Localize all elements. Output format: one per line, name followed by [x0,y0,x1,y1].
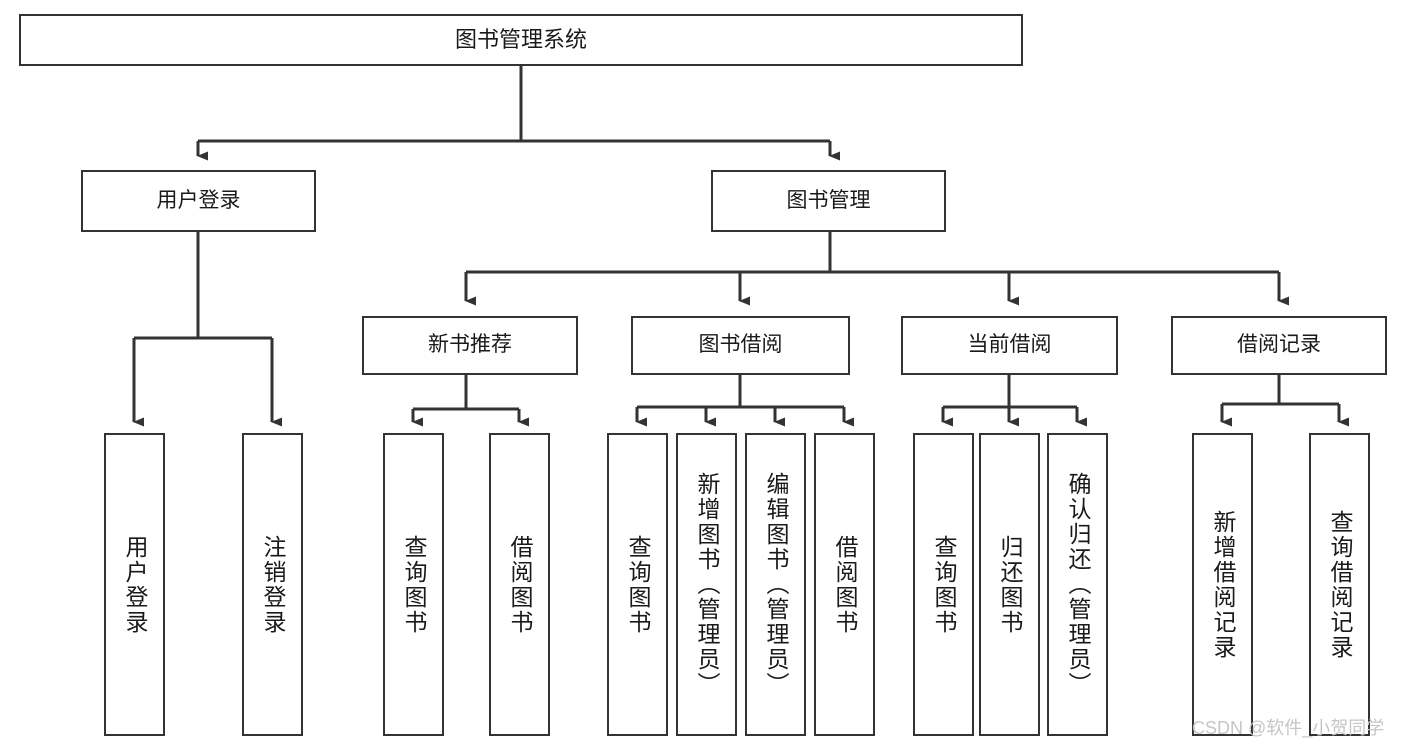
connector-newbook-to-leaves [411,375,529,427]
connector-bookmgmt-to-level3 [464,232,1289,306]
node-label: 新增借阅记录 [1210,509,1236,660]
node-label: 图书管理 [786,188,871,212]
node-label: 查询图书 [931,534,957,635]
leaf-query-books-current[interactable]: 查询图书 [913,433,974,736]
node-label: 图书管理系统 [454,27,587,53]
leaf-logout[interactable]: 注销登录 [242,433,303,736]
leaf-add-borrow-record[interactable]: 新增借阅记录 [1192,433,1253,736]
node-label: 新书推荐 [428,333,512,357]
node-label: 编辑图书（管理员） [763,472,789,697]
connector-current-to-leaves [941,375,1087,427]
node-label: 查询图书 [625,534,651,635]
node-label: 当前借阅 [967,333,1052,357]
node-new-book-recommend[interactable]: 新书推荐 [362,316,578,375]
connector-records-to-leaves [1220,375,1349,427]
node-label: 归还图书 [997,534,1023,635]
leaf-edit-book-admin[interactable]: 编辑图书（管理员） [745,433,806,736]
node-label: 借阅图书 [832,534,858,635]
node-label: 注销登录 [260,534,286,635]
node-label: 确认归还（管理员） [1065,472,1091,697]
node-label: 图书借阅 [698,333,783,357]
node-user-login[interactable]: 用户登录 [81,170,316,232]
connector-root-to-level2 [196,66,840,161]
node-label: 新增图书（管理员） [694,472,720,697]
leaf-borrow-books-newbook[interactable]: 借阅图书 [489,433,550,736]
node-root-system[interactable]: 图书管理系统 [19,14,1023,66]
leaf-query-borrow-record[interactable]: 查询借阅记录 [1309,433,1370,736]
node-label: 借阅图书 [507,534,533,635]
node-label: 查询借阅记录 [1327,509,1353,660]
leaf-return-books[interactable]: 归还图书 [979,433,1040,736]
leaf-confirm-return-admin[interactable]: 确认归还（管理员） [1047,433,1108,736]
node-current-borrow[interactable]: 当前借阅 [901,316,1118,375]
node-label: 用户登录 [156,188,241,212]
leaf-query-books-borrow[interactable]: 查询图书 [607,433,668,736]
node-label: 用户登录 [122,534,148,635]
node-borrow-records[interactable]: 借阅记录 [1171,316,1387,375]
connector-borrow-to-leaves [635,375,854,427]
leaf-borrow-books[interactable]: 借阅图书 [814,433,875,736]
node-label: 查询图书 [401,534,427,635]
node-book-management[interactable]: 图书管理 [711,170,946,232]
leaf-user-login[interactable]: 用户登录 [104,433,165,736]
node-book-borrow[interactable]: 图书借阅 [631,316,850,375]
leaf-query-books-newbook[interactable]: 查询图书 [383,433,444,736]
leaf-add-book-admin[interactable]: 新增图书（管理员） [676,433,737,736]
connector-login-to-leaves [132,232,282,427]
node-label: 借阅记录 [1237,333,1321,357]
